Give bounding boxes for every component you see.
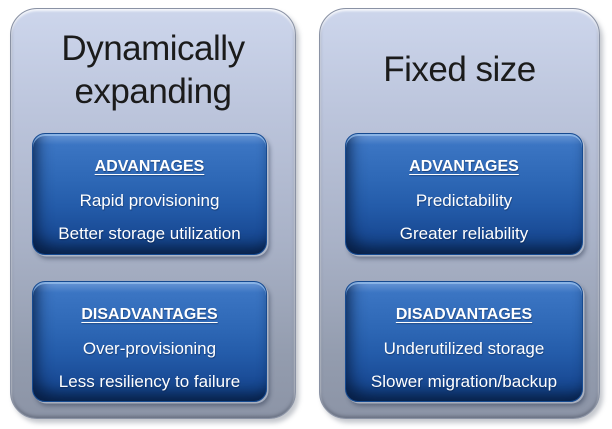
advantage-item: Rapid provisioning bbox=[79, 191, 220, 210]
advantages-heading: ADVANTAGES bbox=[94, 158, 205, 175]
disadvantages-heading: DISADVANTAGES bbox=[81, 306, 218, 323]
disadvantage-item: Slower migration/backup bbox=[370, 372, 558, 391]
advantage-item: Predictability bbox=[415, 191, 513, 210]
disadvantages-card: DISADVANTAGES Underutilized storage Slow… bbox=[345, 281, 583, 402]
panel-title-area: Dynamically expanding bbox=[11, 9, 295, 132]
panel-title: Dynamically expanding bbox=[61, 28, 245, 111]
panel-title: Fixed size bbox=[383, 50, 536, 90]
disadvantage-item: Over-provisioning bbox=[82, 339, 217, 358]
disadvantage-item: Less resiliency to failure bbox=[58, 372, 241, 391]
advantage-item: Better storage utilization bbox=[58, 224, 241, 243]
panel-fixed-size: Fixed size ADVANTAGES Predictability Gre… bbox=[319, 8, 600, 419]
panel-title-area: Fixed size bbox=[320, 9, 599, 132]
disadvantages-card: DISADVANTAGES Over-provisioning Less res… bbox=[32, 281, 267, 402]
disadvantage-item: Underutilized storage bbox=[383, 339, 545, 358]
panel-dynamically-expanding: Dynamically expanding ADVANTAGES Rapid p… bbox=[10, 8, 296, 419]
advantages-card: ADVANTAGES Rapid provisioning Better sto… bbox=[32, 133, 267, 255]
advantages-card: ADVANTAGES Predictability Greater reliab… bbox=[345, 133, 583, 255]
disadvantages-heading: DISADVANTAGES bbox=[395, 306, 533, 323]
advantage-item: Greater reliability bbox=[399, 224, 529, 243]
advantages-heading: ADVANTAGES bbox=[409, 158, 519, 175]
